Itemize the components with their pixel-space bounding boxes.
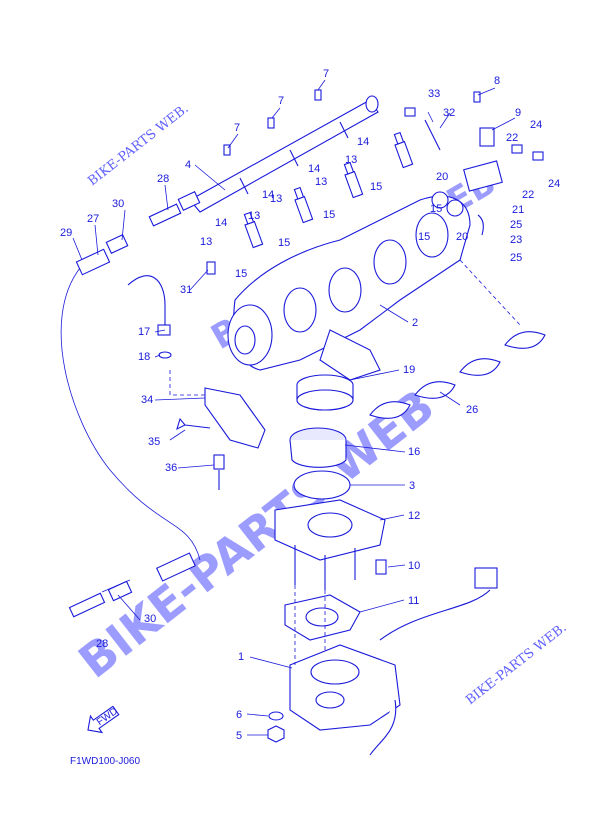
callout-2: 2	[412, 317, 418, 329]
throttle-body	[289, 567, 498, 756]
small-bolts	[206, 89, 544, 275]
fuel-rail	[177, 95, 379, 213]
hose-assembly	[60, 203, 201, 618]
assembly-lines	[169, 259, 521, 665]
callout-15b: 15	[323, 209, 335, 221]
callout-24b: 24	[548, 178, 560, 190]
callout-22a: 22	[506, 132, 518, 144]
callout-17: 17	[138, 326, 150, 338]
callout-20a: 20	[436, 171, 448, 183]
watermark-small-left: BIKE-PARTS WEB.	[85, 101, 191, 189]
callout-13b: 13	[315, 176, 327, 188]
callout-31: 31	[180, 284, 192, 296]
callout-21: 21	[512, 204, 524, 216]
callout-16: 16	[408, 446, 420, 458]
injectors	[243, 131, 414, 249]
bracket	[176, 387, 266, 490]
callout-34: 34	[141, 394, 153, 406]
callout-6: 6	[236, 709, 242, 721]
callout-13c: 13	[270, 193, 282, 205]
callout-5: 5	[236, 730, 242, 742]
callout-12: 12	[408, 510, 420, 522]
callout-14a: 14	[357, 136, 369, 148]
callout-15a: 15	[370, 181, 382, 193]
callout-28b: 28	[96, 638, 108, 650]
callout-4: 4	[185, 159, 191, 171]
callout-26: 26	[466, 404, 478, 416]
callout-15c: 15	[278, 237, 290, 249]
callout-7a: 7	[234, 122, 240, 134]
callout-25b: 25	[510, 252, 522, 264]
callout-32: 32	[443, 107, 455, 119]
callout-22b: 22	[522, 189, 534, 201]
callout-20b: 20	[456, 231, 468, 243]
watermark-small-right: BIKE-PARTS WEB.	[463, 620, 569, 708]
throttle-gasket	[284, 594, 361, 641]
callout-10: 10	[408, 560, 420, 572]
callout-15e: 15	[430, 203, 442, 215]
intake-manifold	[227, 195, 471, 381]
callout-33: 33	[428, 88, 440, 100]
hardware	[267, 559, 387, 743]
fwd-label: FWD	[95, 706, 120, 728]
callout-24a: 24	[530, 119, 542, 131]
callout-3: 3	[409, 480, 415, 492]
gaskets	[369, 331, 546, 419]
callout-14c: 14	[262, 189, 274, 201]
callout-1: 1	[238, 651, 244, 663]
callout-29: 29	[60, 227, 72, 239]
flame-arrester	[289, 374, 354, 468]
fwd-arrow-icon: FWD	[87, 705, 120, 734]
callouts: 1 2 3 4 5 6 7 7 7 8 9 10 11 12 13 13 13 …	[60, 68, 560, 742]
callout-27: 27	[87, 213, 99, 225]
callout-19: 19	[403, 364, 415, 376]
leader-lines	[72, 79, 516, 736]
callout-7b: 7	[278, 95, 284, 107]
callout-15f: 15	[418, 231, 430, 243]
callout-7c: 7	[323, 68, 329, 80]
callout-15d: 15	[235, 268, 247, 280]
callout-14b: 14	[308, 163, 320, 175]
sensor-block	[431, 127, 503, 236]
callout-23: 23	[510, 234, 522, 246]
o-ring	[293, 470, 351, 500]
parts	[60, 89, 546, 756]
callout-14d: 14	[215, 217, 227, 229]
callout-25a: 25	[510, 219, 522, 231]
diagram-code: F1WD100-J060	[70, 756, 140, 767]
callout-13e: 13	[200, 236, 212, 248]
callout-18: 18	[138, 351, 150, 363]
callout-11: 11	[408, 595, 419, 607]
callout-30b: 30	[144, 613, 156, 625]
callout-28a: 28	[157, 173, 169, 185]
callout-8: 8	[494, 75, 500, 87]
callout-9: 9	[515, 107, 521, 119]
spacer-plate	[274, 499, 386, 590]
callout-35: 35	[148, 436, 160, 448]
callout-30a: 30	[112, 198, 124, 210]
callout-36: 36	[165, 462, 177, 474]
callout-13a: 13	[345, 154, 357, 166]
callout-13d: 13	[248, 210, 260, 222]
